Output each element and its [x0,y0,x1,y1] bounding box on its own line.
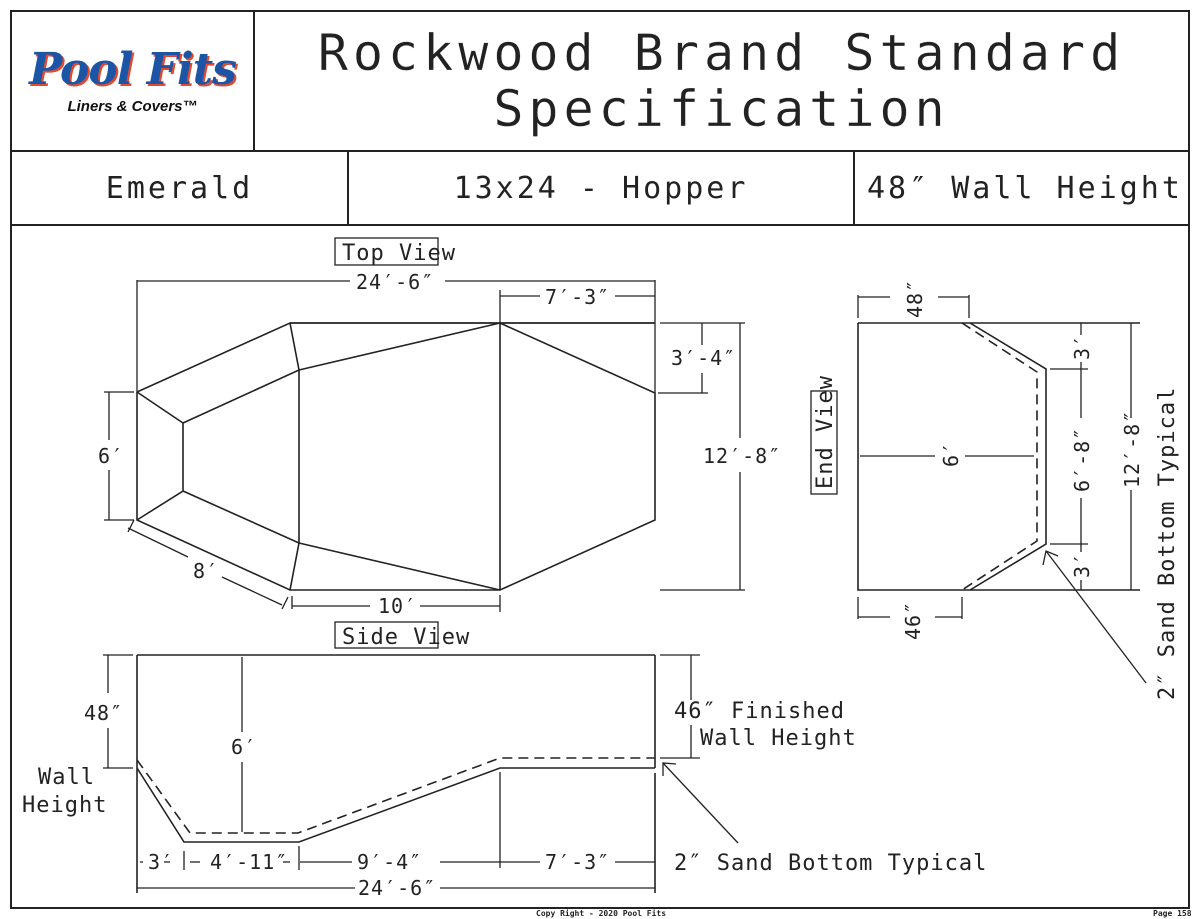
end-top-wall: 48″ [903,279,927,318]
top-overall-width: 12′-8″ [703,444,781,468]
title-line-1: Rockwood Brand Standard [317,24,1126,82]
side-max-depth: 6′ [231,735,257,759]
wall-height: 48″ Wall Height [867,171,1183,206]
top-flat-length: 10′ [378,594,417,618]
page-title: Rockwood Brand Standard Specification [255,12,1188,150]
side-seg4: 7′-3″ [545,850,610,874]
pool-fits-logo: Pool Fits Liners & Covers™ [12,12,253,150]
side-wall-height-dim: 48″ [84,701,123,725]
side-view-label: Side View [342,625,470,650]
side-wall-label-2: Height [22,793,107,818]
end-view-outline [857,322,1140,591]
drawing-border [10,10,1190,909]
end-upper-slope: 3′ [1070,334,1094,360]
side-wall-label-1: Wall [38,765,95,790]
side-finished-2: Wall Height [700,726,857,751]
end-floor-width: 6′-8″ [1070,427,1094,492]
logo-tagline: Liners & Covers™ [67,97,198,115]
top-view-label: Top View [342,241,456,266]
title-line-2: Specification [493,80,950,138]
end-view-label: End View [813,375,838,489]
copyright: Copy Right - 2020 Pool Fits [536,909,667,918]
side-seg1: 3′ [148,850,174,874]
top-deep-offset: 3′-4″ [671,346,736,370]
end-overall-width: 12′-8″ [1120,410,1144,488]
model-name: Emerald [105,171,254,206]
side-seg2: 4′-11″ [210,850,288,874]
top-shallow-width: 6′ [98,444,124,468]
spec-divider-2 [853,150,855,225]
logo-wordmark: Pool Fits [29,43,237,95]
end-lower-slope: 3′ [1070,552,1094,578]
logo-divider [253,10,255,151]
size-shape: 13x24 - Hopper [453,171,749,206]
side-sand-note: 2″ Sand Bottom Typical [674,851,987,876]
side-view-outline [136,654,656,893]
top-slope-length: 8′ [193,559,219,583]
header-divider [10,150,1190,152]
top-view-outline [136,322,656,591]
side-finished-1: 46″ Finished [674,699,845,724]
page-number: Page 158 [1153,909,1192,918]
end-sand-note: 2″ Sand Bottom Typical [1155,387,1180,700]
top-overall-length: 24′-6″ [356,270,434,294]
top-deep-length: 7′-3″ [545,285,610,309]
side-overall: 24′-6″ [358,876,436,900]
spec-row-divider [10,224,1190,226]
side-seg3: 9′-4″ [357,850,422,874]
end-depth: 6′ [939,441,963,467]
spec-divider-1 [347,150,349,225]
end-bottom-wall: 46″ [901,601,925,640]
